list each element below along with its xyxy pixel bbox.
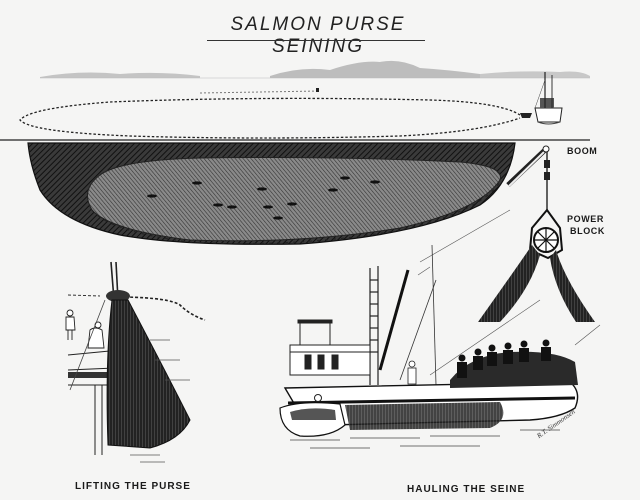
boom-label: BOOM <box>567 146 598 156</box>
crew-figures <box>65 309 105 349</box>
deck-crew <box>457 339 551 378</box>
lifted-purse-net <box>106 299 191 449</box>
power-block-label-line2: BLOCK <box>570 226 605 236</box>
boom-and-power-block <box>419 145 595 322</box>
caption-lifting-the-purse: LIFTING THE PURSE <box>75 481 191 492</box>
title-underline <box>207 40 425 41</box>
seine-net-floor <box>87 157 501 242</box>
hauling-the-seine-scene <box>279 244 601 449</box>
corkline-ellipse <box>19 97 521 139</box>
seiner-boat-distant <box>520 72 563 125</box>
seiner-cabin <box>289 319 371 376</box>
page-title: SALMON PURSE SEINING <box>230 14 406 57</box>
overview-scene <box>0 60 590 245</box>
lifting-the-purse-scene <box>65 261 206 463</box>
power-block-label-line1: POWER <box>567 214 605 224</box>
mountains <box>40 60 590 78</box>
stacked-net-pile <box>450 351 578 388</box>
skiff <box>279 394 346 437</box>
caption-hauling-the-seine: HAULING THE SEINE <box>407 484 526 495</box>
salmon-school <box>147 176 380 220</box>
